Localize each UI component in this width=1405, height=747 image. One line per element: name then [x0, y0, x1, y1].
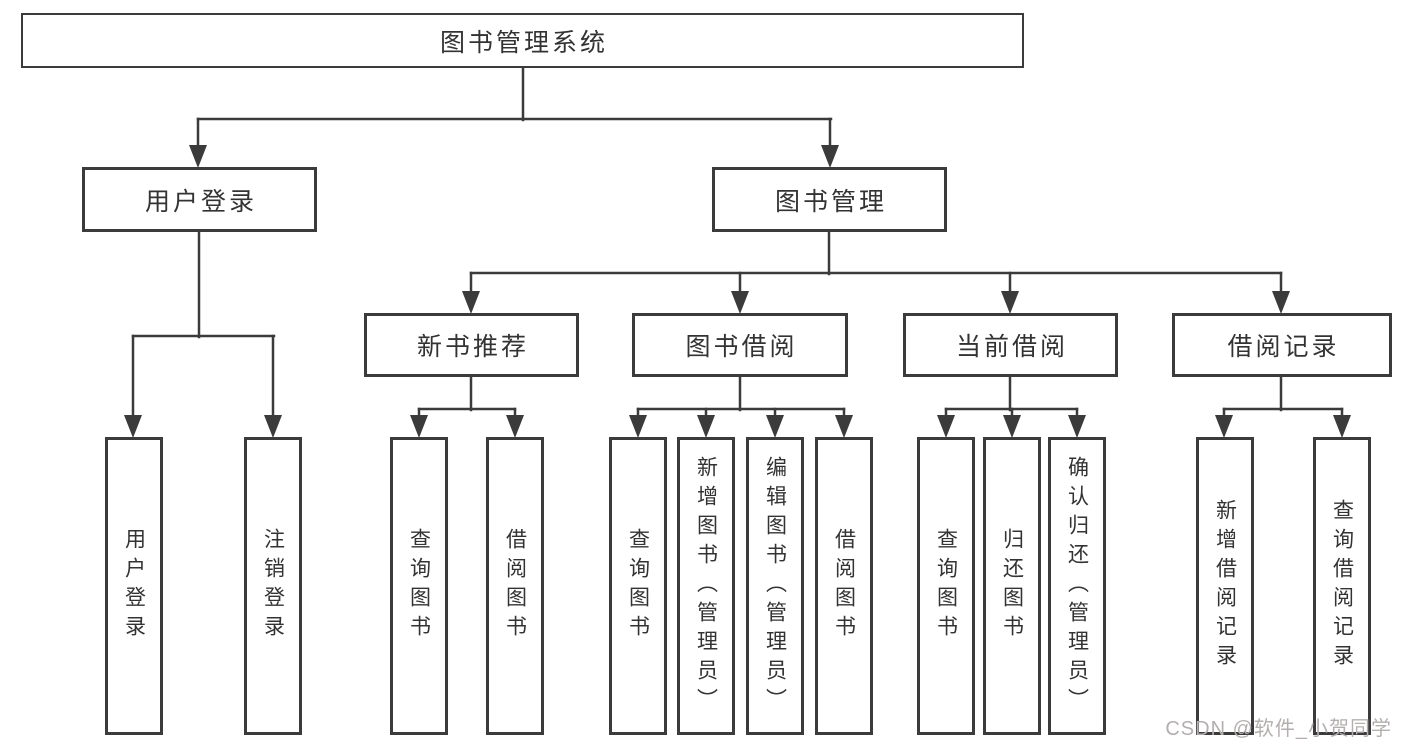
- node-library-management-system: 图书管理系统: [21, 13, 1024, 68]
- node-user-login-branch: 用户登录: [82, 167, 317, 232]
- node-add-borrow-record: 新增借阅记录: [1196, 437, 1254, 735]
- node-label: 新增图书（管理员）: [694, 455, 718, 717]
- node-user-login: 用户登录: [105, 437, 163, 735]
- node-borrow-books: 借阅图书: [815, 437, 873, 735]
- node-label: 图书管理: [774, 187, 887, 216]
- node-label: 用户登录: [144, 187, 257, 216]
- arrowhead-icon: [462, 291, 480, 314]
- arrowhead-icon: [629, 415, 647, 438]
- node-return-books: 归还图书: [983, 437, 1041, 735]
- node-label: 图书管理系统: [439, 28, 608, 57]
- arrowhead-icon: [835, 415, 853, 438]
- node-label: 用户登录: [122, 528, 146, 644]
- arrowhead-icon: [766, 415, 784, 438]
- node-confirm-return-admin: 确认归还（管理员）: [1048, 437, 1106, 735]
- arrowhead-icon: [731, 291, 749, 314]
- node-query-books: 查询图书: [917, 437, 975, 735]
- arrowhead-icon: [937, 415, 955, 438]
- node-query-books: 查询图书: [609, 437, 667, 735]
- node-label: 借阅图书: [503, 528, 527, 644]
- node-label: 编辑图书（管理员）: [763, 455, 787, 717]
- arrowhead-icon: [506, 415, 524, 438]
- node-query-books: 查询图书: [390, 437, 448, 735]
- arrowhead-icon: [1001, 291, 1019, 314]
- node-label: 当前借阅: [955, 333, 1068, 361]
- node-edit-books-admin: 编辑图书（管理员）: [746, 437, 804, 735]
- node-logout: 注销登录: [244, 437, 302, 735]
- arrowhead-icon: [189, 145, 207, 168]
- node-borrow-books: 借阅图书: [486, 437, 544, 735]
- node-label: 注销登录: [261, 528, 285, 644]
- arrowhead-icon: [697, 415, 715, 438]
- arrowhead-icon: [124, 415, 142, 438]
- node-current-borrowing: 当前借阅: [903, 313, 1118, 377]
- arrowhead-icon: [1215, 415, 1233, 438]
- arrowhead-icon: [1272, 291, 1290, 314]
- arrowhead-icon: [1003, 415, 1021, 438]
- node-add-books-admin: 新增图书（管理员）: [677, 437, 735, 735]
- arrowhead-icon: [1068, 415, 1086, 438]
- node-label: 新增借阅记录: [1213, 499, 1237, 673]
- node-book-management-branch: 图书管理: [712, 167, 947, 232]
- arrowhead-icon: [821, 145, 839, 168]
- csdn-watermark: CSDN @软件_小贺同学: [1165, 718, 1392, 740]
- node-borrowing-records: 借阅记录: [1172, 313, 1392, 377]
- node-label: 查询图书: [934, 528, 958, 644]
- arrowhead-icon: [1333, 415, 1351, 438]
- node-label: 归还图书: [1000, 528, 1024, 644]
- node-label: 新书推荐: [416, 333, 529, 361]
- node-label: 查询图书: [626, 528, 650, 644]
- node-book-borrowing: 图书借阅: [632, 313, 848, 377]
- node-label: 确认归还（管理员）: [1065, 455, 1089, 717]
- node-label: 借阅图书: [832, 528, 856, 644]
- node-label: 查询图书: [407, 528, 431, 644]
- arrowhead-icon: [410, 415, 428, 438]
- node-query-borrow-record: 查询借阅记录: [1313, 437, 1371, 735]
- node-new-book-recommendation: 新书推荐: [364, 313, 579, 377]
- arrowhead-icon: [264, 415, 282, 438]
- node-label: 借阅记录: [1227, 333, 1340, 361]
- node-label: 图书借阅: [685, 333, 798, 361]
- node-label: 查询借阅记录: [1330, 499, 1354, 673]
